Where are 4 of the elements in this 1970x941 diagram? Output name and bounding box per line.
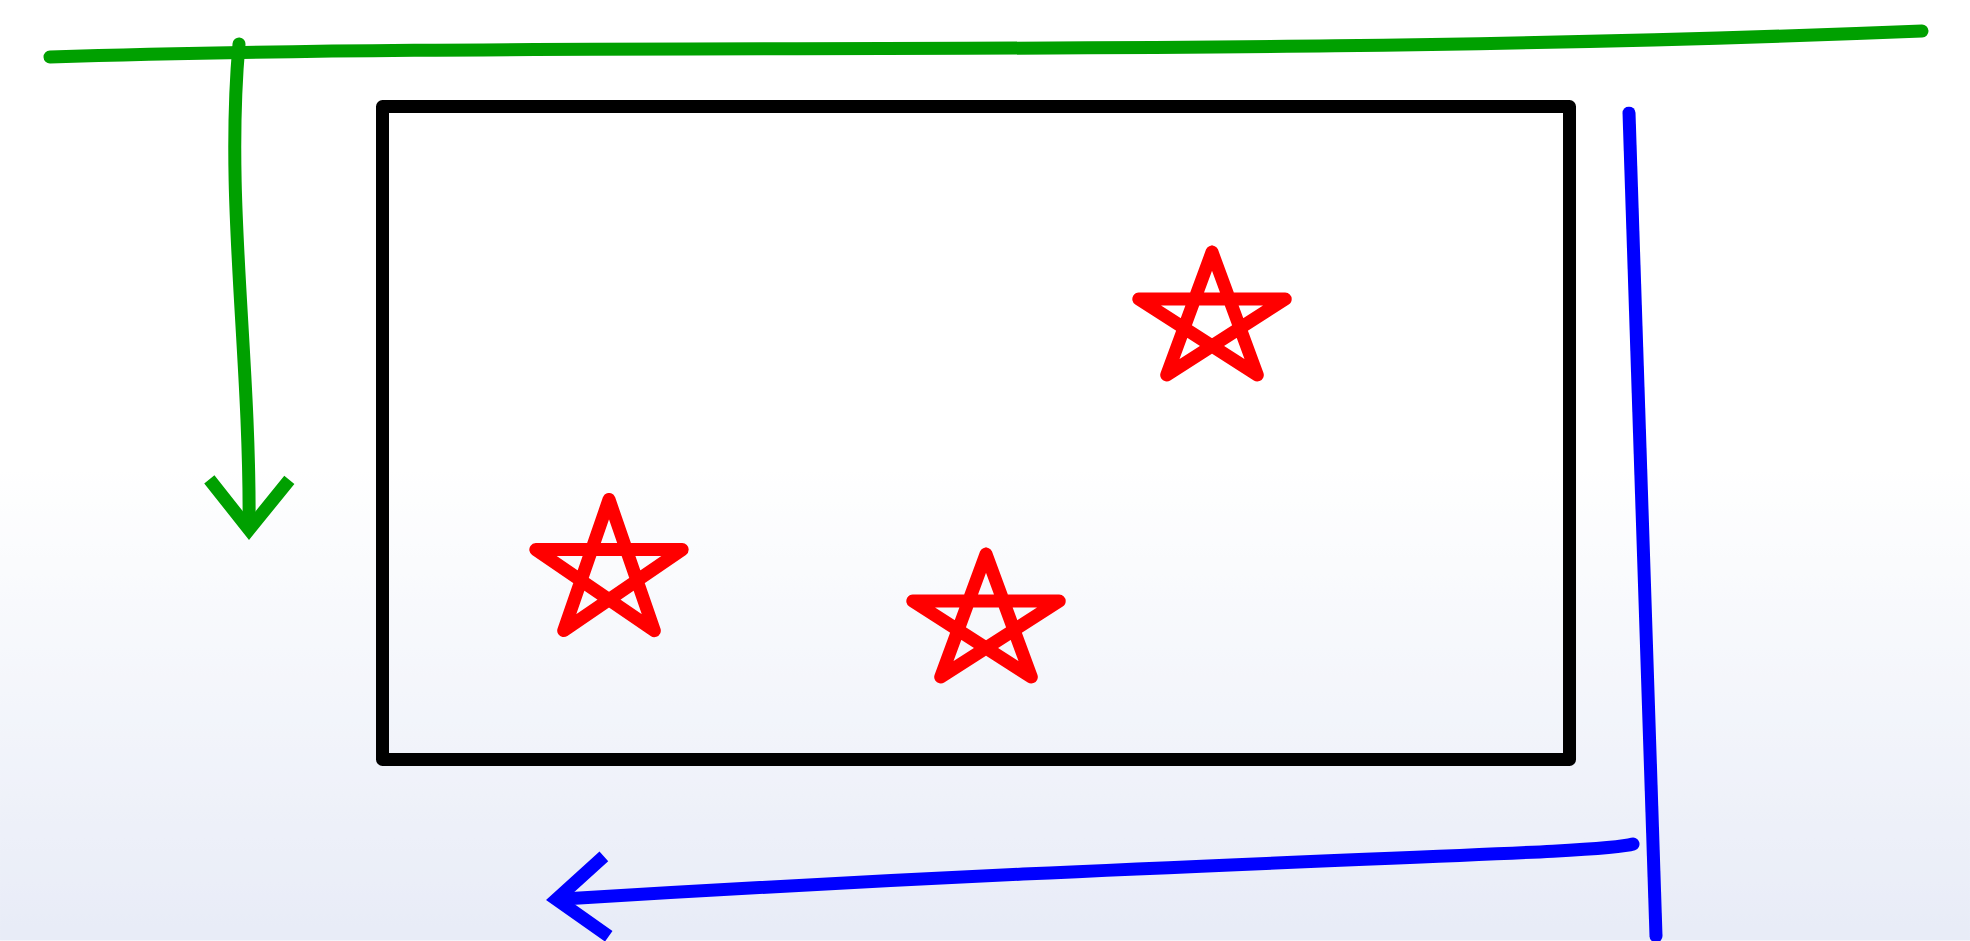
star-doodle (906, 547, 1066, 684)
rectangle-outline (376, 100, 1576, 766)
star-doodle (1132, 245, 1292, 382)
star-doodle (529, 493, 689, 638)
